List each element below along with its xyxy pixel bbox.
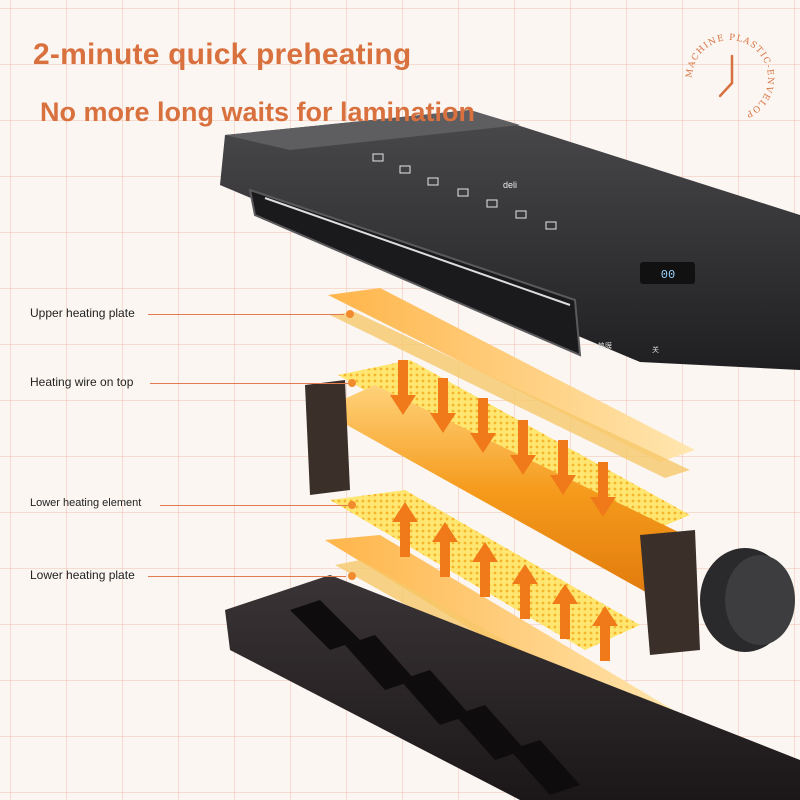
panel-icon-5[interactable]	[486, 199, 498, 208]
seal-badge: MACHINE PLASTIC-ENVELOP	[685, 33, 775, 120]
heat-arrows-up	[392, 502, 618, 661]
leader-line	[148, 314, 344, 315]
top-shell: 00 deli 热膜 关	[220, 110, 800, 370]
up-arrow-icon	[512, 564, 538, 619]
heat-arrows-down	[390, 360, 616, 517]
display-readout: 00	[661, 268, 675, 282]
callout-lower-heating-element: Lower heating element	[30, 497, 142, 509]
callout-heating-wire-top: Heating wire on top	[30, 375, 134, 389]
panel-icon-7[interactable]	[545, 221, 557, 230]
panel-icon-2[interactable]	[399, 165, 411, 174]
up-arrow-icon	[552, 584, 578, 639]
callout-dot	[348, 572, 356, 580]
up-arrow-icon	[592, 606, 618, 661]
callout-dot	[348, 379, 356, 387]
callout-upper-heating-plate: Upper heating plate	[30, 306, 135, 320]
clock-icon	[718, 54, 734, 98]
down-arrow-icon	[550, 440, 576, 495]
leader-line	[148, 576, 346, 577]
upper-heating-plate-part	[328, 288, 695, 478]
leader-line	[150, 383, 348, 384]
callout-lower-heating-plate: Lower heating plate	[30, 568, 135, 582]
up-arrow-icon	[392, 502, 418, 557]
down-arrow-icon	[430, 378, 456, 433]
headline: 2-minute quick preheating	[33, 38, 412, 71]
seal-text: MACHINE PLASTIC-ENVELOP	[685, 33, 774, 120]
panel-label-left: 热膜	[598, 341, 612, 350]
brand-logo: deli	[503, 180, 517, 190]
up-arrow-icon	[472, 542, 498, 597]
callout-dot	[346, 310, 354, 318]
panel-label-right: 关	[652, 345, 659, 354]
down-arrow-icon	[590, 462, 616, 517]
down-arrow-icon	[390, 360, 416, 415]
panel-icon-6[interactable]	[515, 210, 527, 219]
down-arrow-icon	[470, 398, 496, 453]
panel-icon-1[interactable]	[372, 153, 384, 162]
subheadline: No more long waits for lamination	[40, 97, 476, 127]
panel-icon-4[interactable]	[457, 188, 469, 197]
bottom-shell	[225, 575, 800, 800]
up-arrow-icon	[432, 522, 458, 577]
callout-dot	[348, 501, 356, 509]
panel-icon-3[interactable]	[427, 177, 439, 186]
leader-line	[160, 505, 348, 506]
central-heating-element	[305, 380, 795, 655]
down-arrow-icon	[510, 420, 536, 475]
svg-text:MACHINE PLASTIC-ENVELOP: MACHINE PLASTIC-ENVELOP	[685, 33, 775, 120]
